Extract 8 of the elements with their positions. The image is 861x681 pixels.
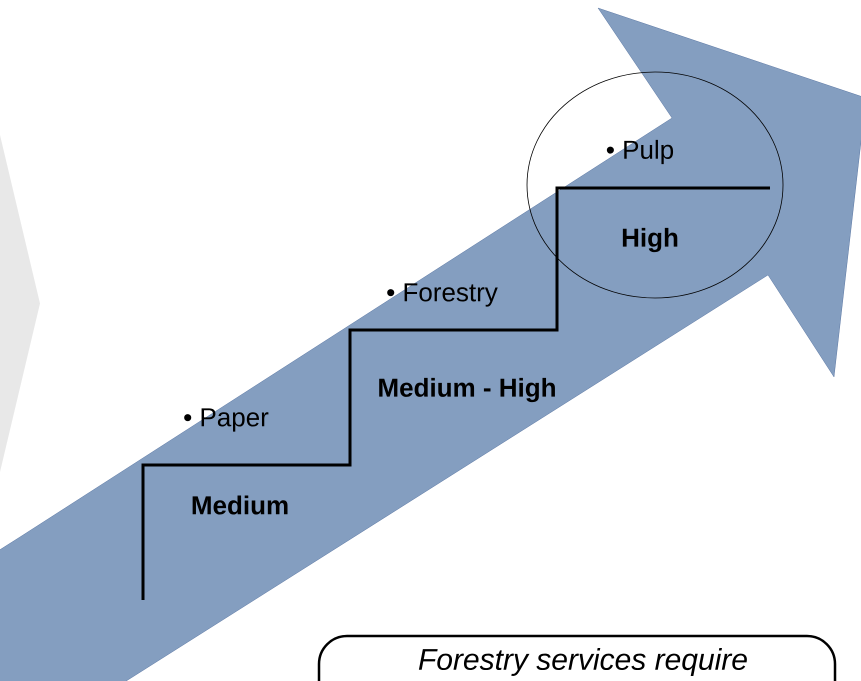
ellipse-text: • Pulp	[606, 140, 674, 164]
step-label: Medium - High	[379, 378, 555, 402]
step-label: • Forestry	[387, 283, 498, 307]
ellipse-text: High	[622, 228, 678, 252]
arrow-shape	[0, 8, 861, 681]
rounded-box: Forestry services require	[318, 634, 836, 681]
step-label: • Paper	[184, 408, 268, 432]
step-label: Medium	[192, 495, 288, 515]
